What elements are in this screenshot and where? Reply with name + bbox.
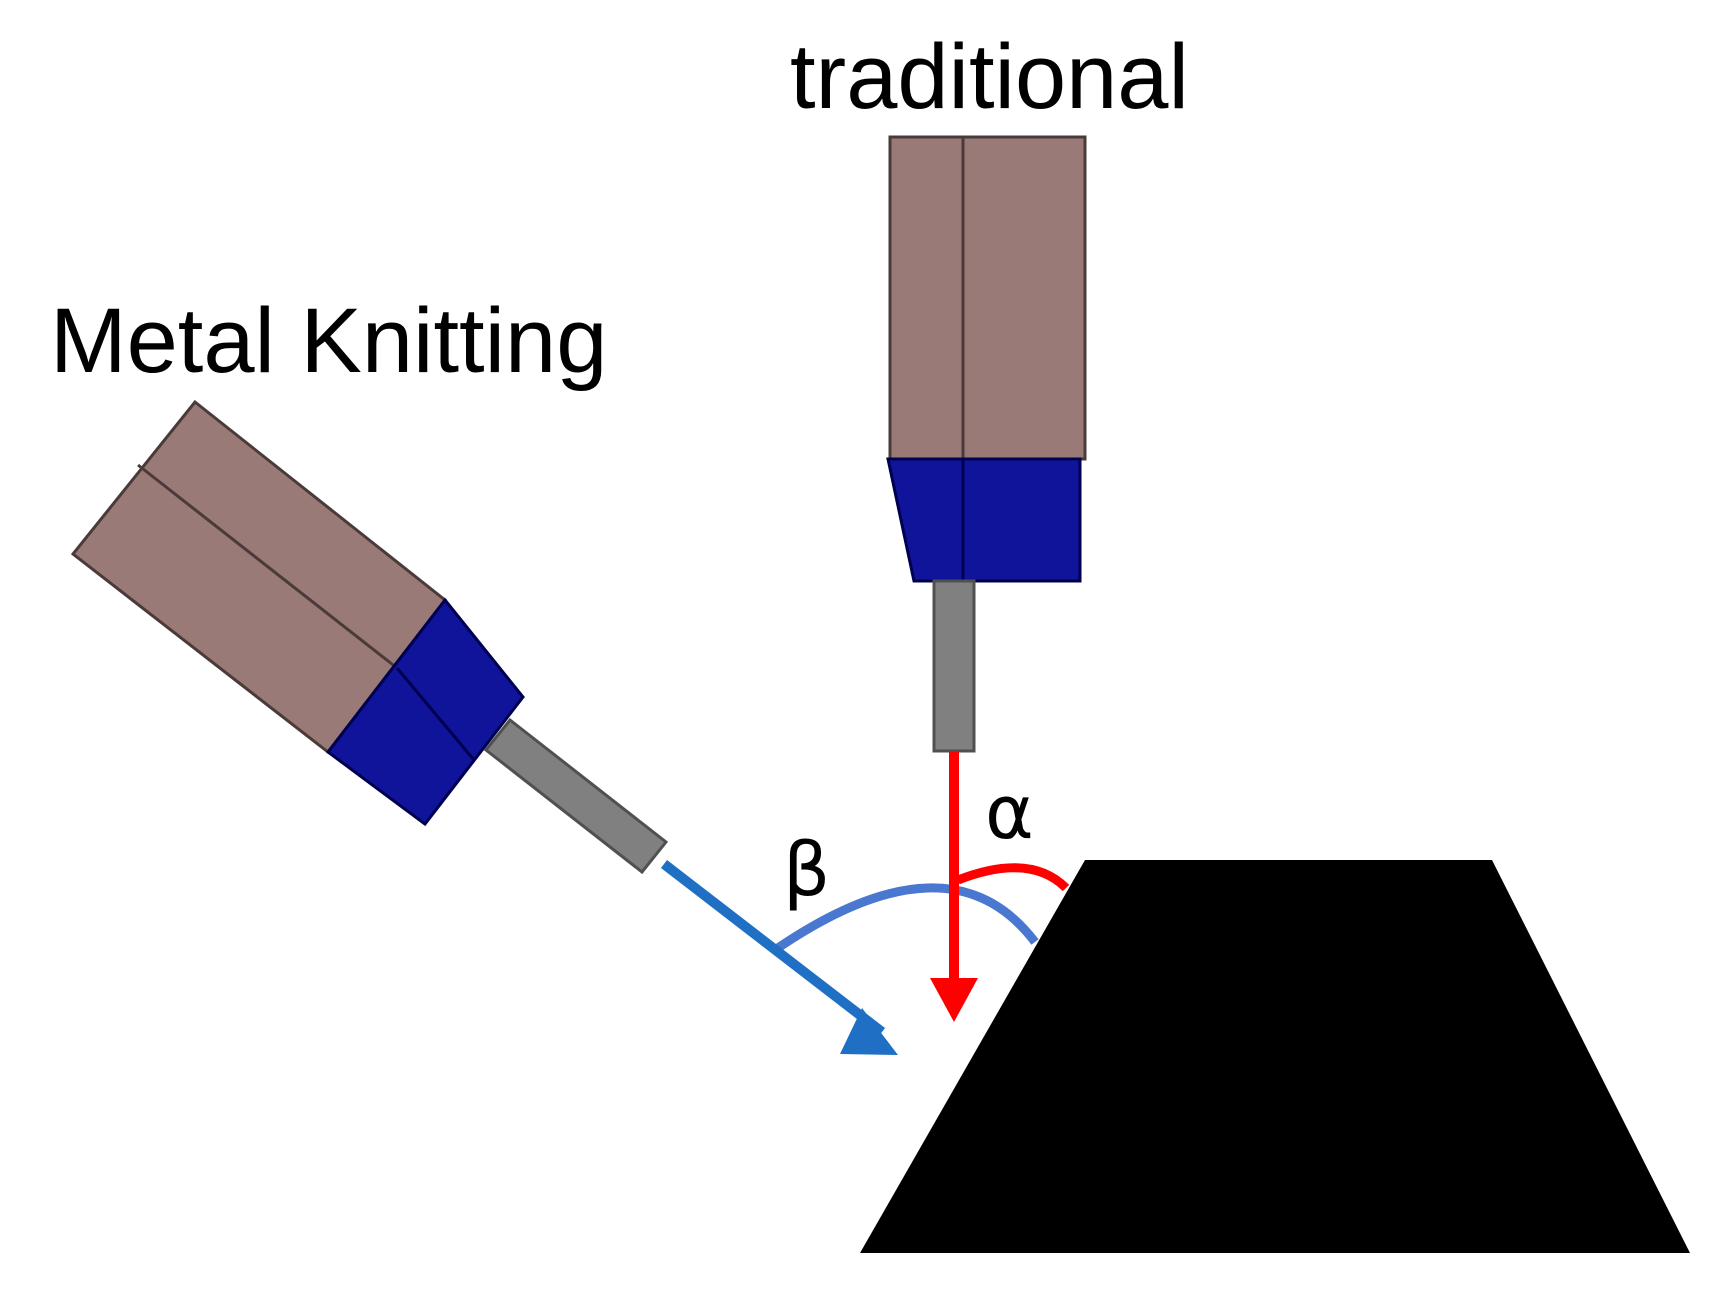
metal-knitting-tool-collet-divider xyxy=(395,667,476,761)
workpiece xyxy=(860,860,1690,1253)
metal-knitting-tool-body-divider xyxy=(137,463,398,670)
metal-knitting-tool-collet xyxy=(325,597,525,827)
traditional-tool-body xyxy=(888,135,1087,461)
traditional-tool-collet xyxy=(886,457,1082,583)
metal-knitting-tool xyxy=(70,399,669,875)
label-traditional: traditional xyxy=(790,26,1189,128)
label-alpha: α xyxy=(985,770,1034,856)
beta-angle-arc xyxy=(772,883,1039,954)
beta-arrow xyxy=(660,860,898,1055)
alpha-angle-arc xyxy=(956,863,1070,892)
label-metal-knitting: Metal Knitting xyxy=(50,290,607,392)
traditional-tool-shank xyxy=(932,579,976,753)
metal-knitting-tool-shank xyxy=(483,717,669,875)
label-beta: β xyxy=(783,827,830,913)
traditional-tool xyxy=(886,135,1087,753)
alpha-arrow xyxy=(930,752,978,1022)
